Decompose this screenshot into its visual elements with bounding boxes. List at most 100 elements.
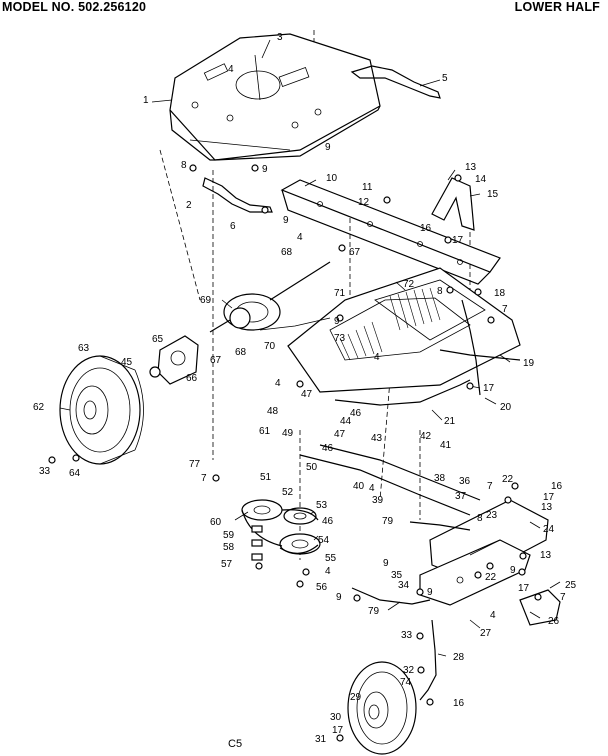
callout-59: 59 [223,530,235,541]
callout-39: 39 [372,495,384,506]
callout-38: 38 [434,473,446,484]
callout-20: 20 [500,402,512,413]
callout-9-7: 9 [427,587,433,598]
callout-25: 25 [565,580,577,591]
callout-55: 55 [325,553,337,564]
callout-8: 8 [181,160,187,171]
callout-17-3: 17 [543,492,555,503]
callout-23: 23 [486,510,498,521]
callout-17-4: 17 [332,725,344,736]
leader-lines [59,39,561,657]
callout-4-6: 4 [490,610,496,621]
lift-rod [334,379,471,406]
callout-13-2: 13 [541,502,553,513]
callout-45: 45 [121,357,133,368]
callout-35: 35 [391,570,403,581]
callout-54: 54 [318,535,330,546]
rear-wheel [59,355,144,465]
figure-code: C5 [228,738,243,750]
frame-crossmember [280,179,501,285]
callout-57: 57 [221,559,233,570]
callout-33: 33 [39,466,51,477]
callout-28: 28 [453,652,465,663]
callout-30: 30 [330,712,342,723]
callout-6: 6 [230,221,236,232]
front-wheel [347,661,417,755]
callout-7-4: 7 [487,481,493,492]
callout-9-3: 9 [283,215,289,226]
callout-3: 3 [277,32,283,43]
callout-29: 29 [350,692,362,703]
tie-rod [351,587,431,605]
callout-8-3: 8 [477,513,483,524]
callout-9-8: 9 [510,565,516,576]
callout-79: 79 [382,516,394,527]
callout-15: 15 [487,189,499,200]
engine-mounting-plate [169,33,381,161]
callout-37: 37 [455,491,467,502]
callout-4: 4 [228,64,234,75]
callout-33-2: 33 [401,630,413,641]
callout-79-2: 79 [368,606,380,617]
callout-11: 11 [362,182,373,193]
callout-65: 65 [152,334,164,345]
callout-46-3: 46 [322,516,334,527]
callout-56: 56 [316,582,328,593]
callout-9-4: 9 [334,316,340,327]
wheel-hub [149,335,199,385]
callout-12: 12 [358,197,370,208]
callout-19: 19 [523,358,535,369]
model-number: MODEL NO. 502.256120 [2,0,147,14]
callout-36: 36 [459,476,471,487]
alignment-lines [159,30,471,560]
callout-72: 72 [403,279,415,290]
callout-9-6: 9 [336,592,342,603]
pan-assembly [287,267,521,393]
callout-61: 61 [259,426,271,437]
callout-7: 7 [201,473,207,484]
callout-14: 14 [475,174,487,185]
callout-9-5: 9 [383,558,389,569]
callout-22: 22 [502,474,514,485]
callout-4-2: 4 [297,232,303,243]
callout-67: 67 [349,247,361,258]
callout-71: 71 [334,288,346,299]
callout-53: 53 [316,500,328,511]
callout-68: 68 [281,247,293,258]
spindle [519,589,561,626]
callout-43: 43 [371,433,383,444]
callout-8-2: 8 [437,286,443,297]
callout-50: 50 [306,462,318,473]
hardware [48,164,542,742]
callout-46-2: 46 [322,443,334,454]
callout-66: 66 [186,373,198,384]
callout-7-2: 7 [502,304,508,315]
callout-52: 52 [282,487,294,498]
section-title: LOWER HALF [514,0,600,14]
control-rod [202,177,273,213]
callout-47-2: 47 [334,429,346,440]
callout-9-2: 9 [262,164,268,175]
callout-77: 77 [189,459,201,470]
king-pin [419,619,437,701]
callout-4-7: 4 [325,566,331,577]
callout-16: 16 [420,223,432,234]
callout-49: 49 [282,428,294,439]
callout-17: 17 [452,235,464,246]
callout-48: 48 [267,406,279,417]
adjust-link [439,349,521,361]
callout-47: 47 [301,389,313,400]
callout-4-3: 4 [374,352,380,363]
transaxle [209,261,331,333]
callout-18: 18 [494,288,506,299]
callout-16-3: 16 [453,698,465,709]
callout-17-5: 17 [518,583,530,594]
callout-4-5: 4 [369,483,375,494]
callout-62: 62 [33,402,45,413]
callout-24: 24 [543,524,555,535]
callout-46: 46 [350,408,362,419]
callout-64: 64 [69,468,81,479]
callout-42: 42 [420,431,432,442]
callout-73: 73 [334,333,346,344]
